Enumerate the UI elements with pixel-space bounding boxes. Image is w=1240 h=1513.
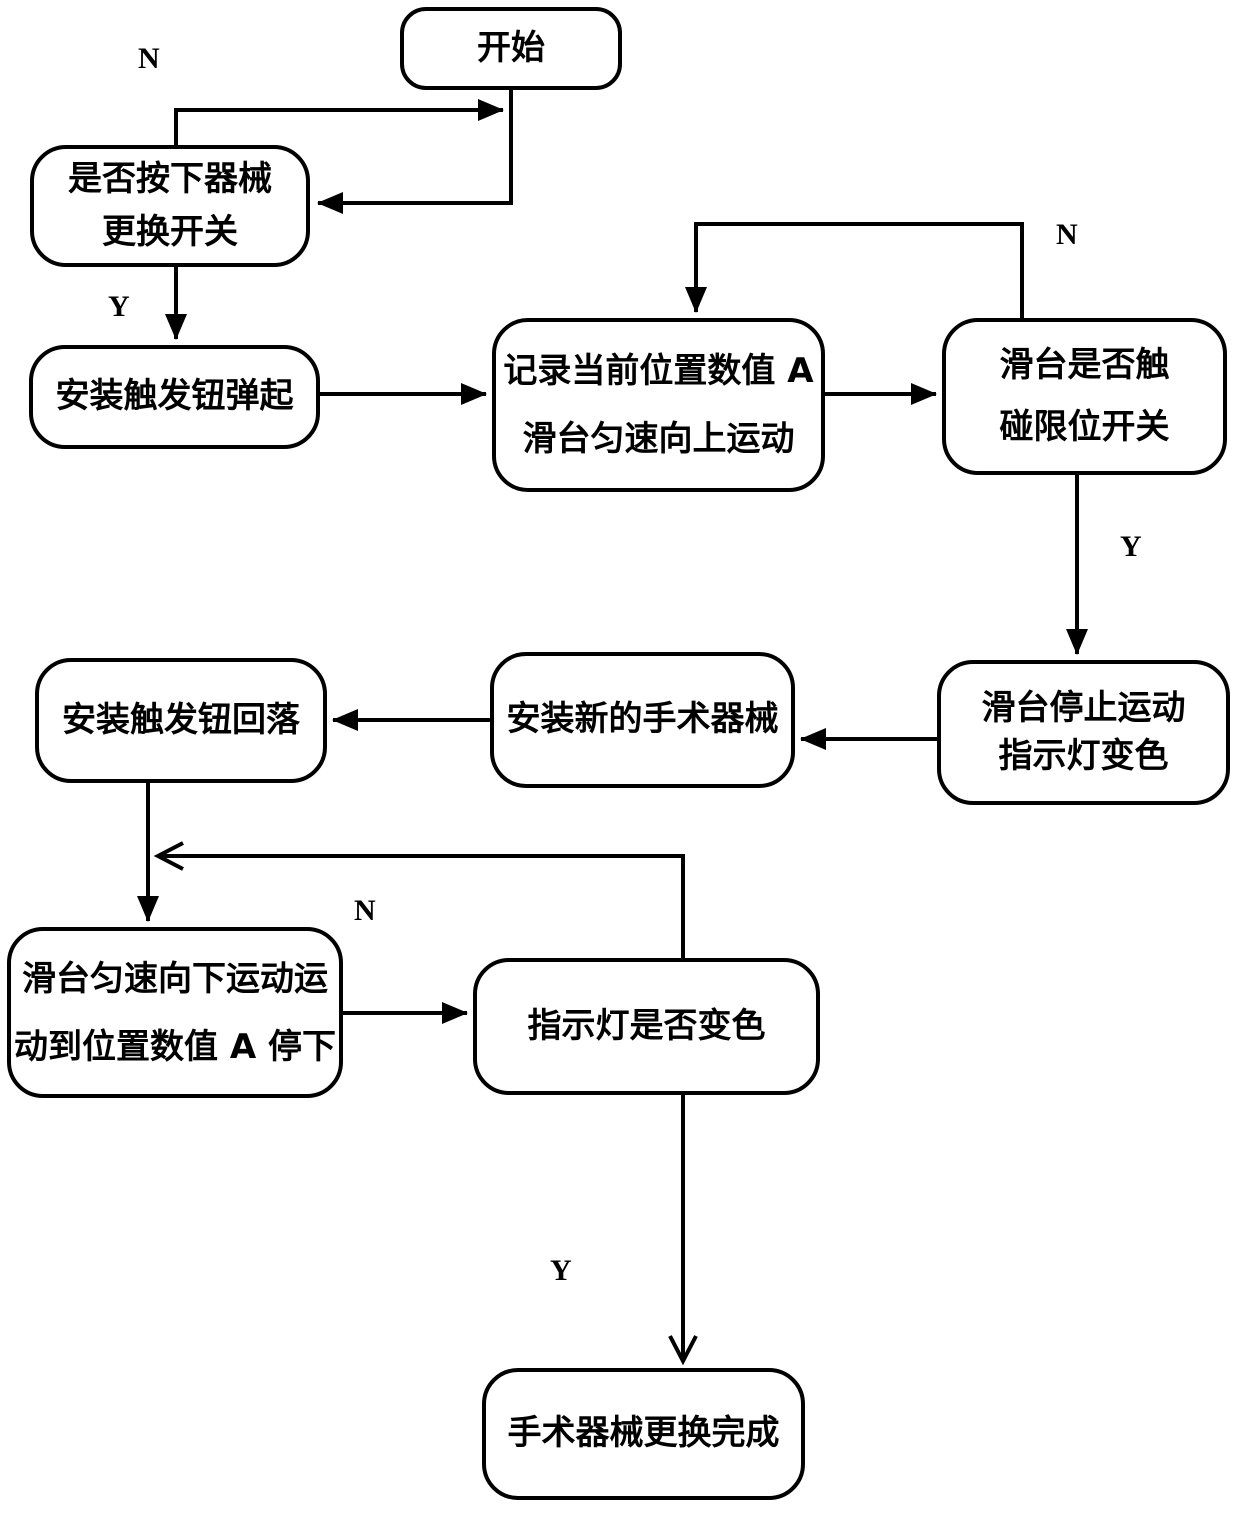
node-slide-move-down-to-A: 滑台匀速向下运动运 动到位置数值 A 停下 <box>7 927 343 1098</box>
node-label-line: 滑台匀速向上运动 <box>522 419 795 459</box>
node-label-line: 碰限位开关 <box>999 406 1170 447</box>
node-replacement-complete: 手术器械更换完成 <box>482 1368 805 1500</box>
edge-indicator-check-n-loop <box>153 841 685 958</box>
node-label-line: 指示灯是否变色 <box>527 1005 766 1046</box>
edge-label-y-limit: Y <box>1120 530 1142 563</box>
edge-label-y-indicator: Y <box>550 1254 572 1287</box>
edge-switch-check-n-loop <box>174 99 504 145</box>
edge-label-y-switch: Y <box>108 290 130 323</box>
edge-label-n-indicator: N <box>354 894 376 927</box>
node-switch-pressed-decision: 是否按下器械 更换开关 <box>30 145 310 267</box>
node-slide-stop-indicator-change: 滑台停止运动 指示灯变色 <box>937 660 1230 805</box>
node-trigger-button-down: 安装触发钮回落 <box>35 658 327 783</box>
node-install-new-instrument: 安装新的手术器械 <box>490 652 795 788</box>
node-label-line: 滑台匀速向下运动运 <box>22 958 328 999</box>
node-label-line: 安装触发钮弹起 <box>55 376 294 417</box>
edge-label-n-limit: N <box>1056 218 1078 251</box>
node-label-line: 手术器械更换完成 <box>507 1413 780 1454</box>
node-label-line: 安装触发钮回落 <box>62 699 300 740</box>
node-indicator-color-decision: 指示灯是否变色 <box>473 958 820 1095</box>
node-label-line: 是否按下器械 <box>68 159 272 200</box>
edge-limit-check-n-loop <box>685 222 1024 318</box>
node-start-label: 开始 <box>477 27 545 68</box>
edge-start-to-switch-check <box>317 90 513 214</box>
node-label-line: 滑台是否触 <box>999 345 1170 386</box>
node-label-line: 更换开关 <box>102 212 238 252</box>
node-label-line: 滑台停止运动 <box>981 687 1186 728</box>
node-label-line: 指示灯变色 <box>998 735 1169 776</box>
node-limit-switch-decision: 滑台是否触 碰限位开关 <box>942 318 1227 475</box>
node-record-position-slide-up: 记录当前位置数值 A 滑台匀速向上运动 <box>492 318 825 492</box>
node-label-line: 安装新的手术器械 <box>506 699 779 740</box>
node-start: 开始 <box>400 7 622 90</box>
node-label-line: 动到位置数值 A 停下 <box>14 1026 336 1067</box>
node-trigger-button-up: 安装触发钮弹起 <box>29 345 320 449</box>
edge-label-n-switch: N <box>138 42 160 75</box>
node-label-line: 记录当前位置数值 A <box>503 351 814 391</box>
